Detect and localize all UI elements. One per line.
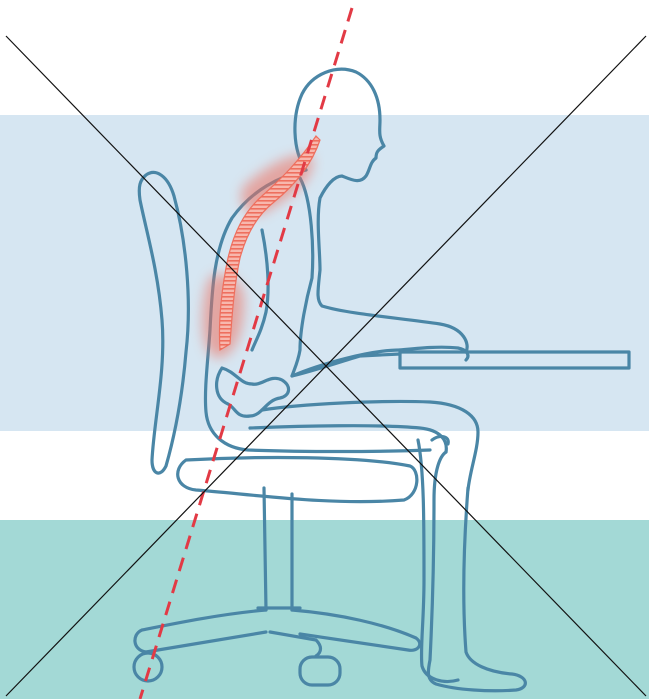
floor-band-teal — [0, 520, 649, 699]
wall-band-light-blue — [0, 115, 649, 431]
